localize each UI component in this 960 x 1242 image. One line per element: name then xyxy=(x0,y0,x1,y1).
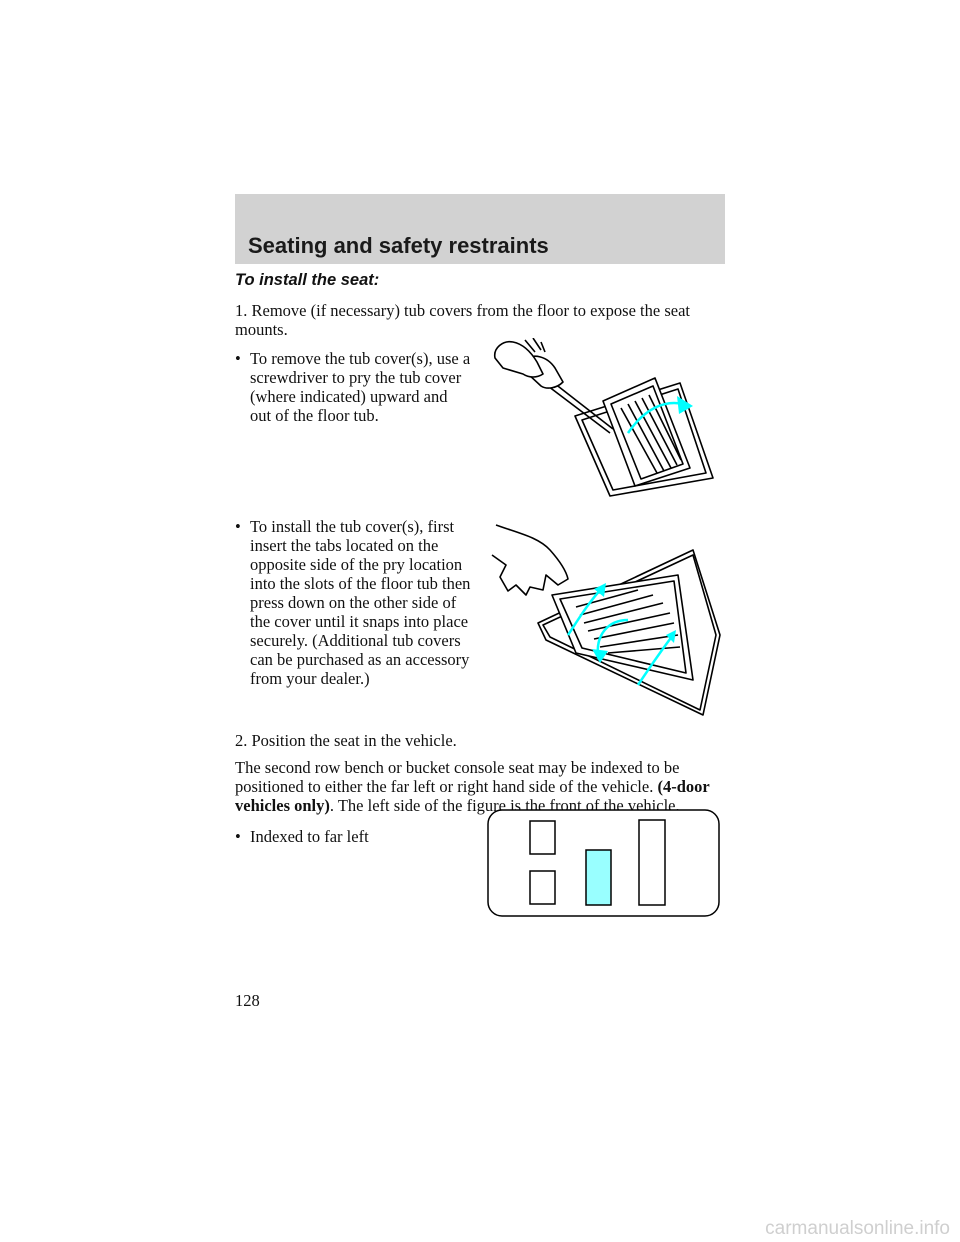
front-seat-left xyxy=(529,820,556,855)
bullet-dot: • xyxy=(235,517,241,536)
bullet-indexed-far-left: • Indexed to far left xyxy=(235,827,475,847)
step-1-text: 1. Remove (if necessary) tub covers from… xyxy=(235,301,690,339)
footer-watermark[interactable]: carmanualsonline.info xyxy=(765,1218,950,1239)
bullet-install-tub-cover-text: To install the tub cover(s), first inser… xyxy=(250,517,471,688)
section-title: Seating and safety restraints xyxy=(248,233,549,258)
indexing-paragraph: The second row bench or bucket console s… xyxy=(235,758,727,815)
indexing-paragraph-start: The second row bench or bucket console s… xyxy=(235,758,680,796)
bullet-dot: • xyxy=(235,827,241,846)
four-door-note: (4-door vehicles only) xyxy=(235,777,710,815)
second-row-seat-indexed-left xyxy=(585,849,612,906)
bullet-remove-tub-cover-text: To remove the tub cover(s), use a screwd… xyxy=(250,349,471,425)
front-seat-right xyxy=(529,870,556,905)
third-row-seat xyxy=(638,819,666,906)
bullet-dot: • xyxy=(235,349,241,368)
section-header-band: Seating and safety restraints xyxy=(235,194,725,264)
page-number: 128 xyxy=(235,991,260,1010)
tub-cover-removal-illustration xyxy=(493,338,714,497)
bullet-install-tub-cover: • To install the tub cover(s), first ins… xyxy=(235,517,485,692)
seat-position-diagram xyxy=(487,809,720,917)
subheading-install-seat: To install the seat: xyxy=(235,271,380,289)
bullet-indexed-far-left-text: Indexed to far left xyxy=(250,827,369,846)
step-2-text: 2. Position the seat in the vehicle. xyxy=(235,731,457,750)
bullet-remove-tub-cover: • To remove the tub cover(s), use a scre… xyxy=(235,349,485,429)
tub-cover-install-illustration xyxy=(491,524,721,716)
